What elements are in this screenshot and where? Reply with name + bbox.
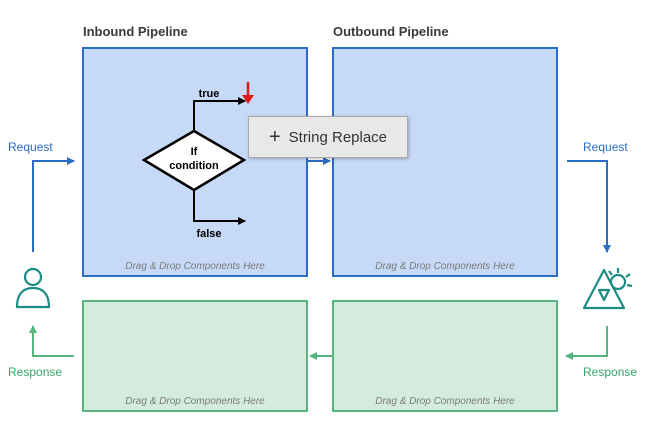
response-left-placeholder: Drag & Drop Components Here [125, 396, 265, 407]
response-right-placeholder: Drag & Drop Components Here [375, 396, 515, 407]
string-replace-label: String Replace [288, 128, 388, 146]
service-gear-icon [582, 268, 633, 310]
true-branch-arrow [193, 97, 246, 131]
response-left-arrow [29, 325, 74, 357]
string-replace-drag-item[interactable]: + String Replace [248, 116, 408, 158]
request-left-arrow [32, 157, 75, 252]
condition-line2: condition [169, 160, 219, 172]
request-right-arrow [567, 160, 611, 253]
red-down-arrow-icon [242, 82, 254, 104]
request-left-label: Request [8, 140, 53, 154]
outbound-pipeline-title: Outbound Pipeline [333, 24, 449, 39]
response-right-arrow [565, 326, 608, 360]
inbound-placeholder: Drag & Drop Components Here [125, 261, 265, 272]
request-right-label: Request [583, 140, 628, 154]
outbound-placeholder: Drag & Drop Components Here [375, 261, 515, 272]
person-icon [15, 267, 51, 309]
false-label: false [196, 228, 221, 240]
if-condition-node: If condition true false [141, 88, 247, 240]
inbound-pipeline-title: Inbound Pipeline [83, 24, 188, 39]
outbound-pipeline-dropzone[interactable]: Drag & Drop Components Here [332, 47, 558, 277]
plus-icon: + [268, 126, 281, 148]
response-left-label: Response [8, 365, 63, 379]
response-left-dropzone[interactable]: Drag & Drop Components Here [82, 300, 308, 412]
response-right-dropzone[interactable]: Drag & Drop Components Here [332, 300, 558, 412]
false-branch-arrow [193, 190, 246, 225]
true-label: true [199, 88, 220, 100]
response-right-label: Response [583, 365, 638, 379]
condition-line1: If [191, 146, 198, 158]
